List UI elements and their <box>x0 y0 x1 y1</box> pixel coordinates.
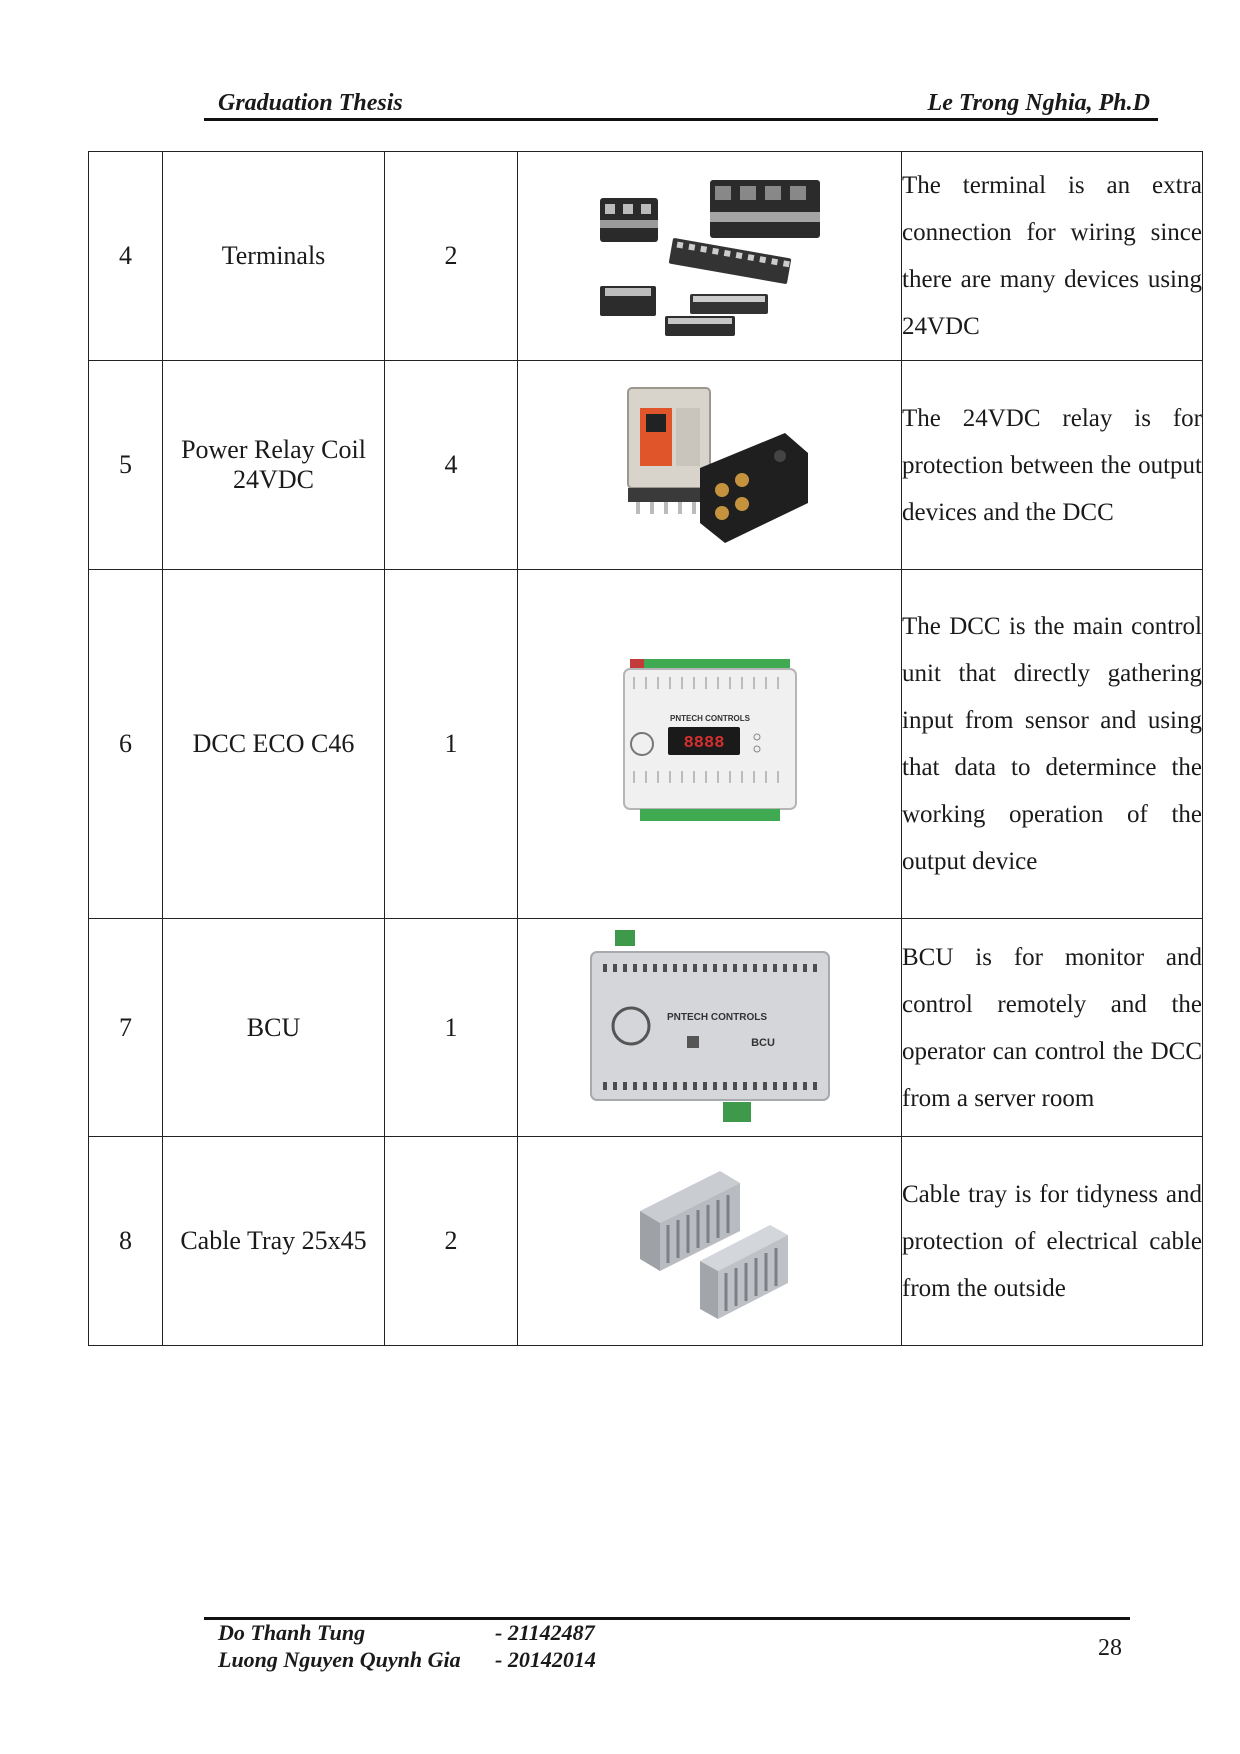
bcu-brand-label: PNTECH CONTROLS <box>667 1012 767 1023</box>
item-description: BCU is for monitor and control remotely … <box>901 918 1203 1137</box>
relay-image <box>626 386 808 543</box>
footer-divider <box>204 1617 1130 1620</box>
item-quantity: 1 <box>384 569 518 919</box>
table-row: 8 Cable Tray 25x45 2 Cable tray is for t… <box>88 1136 1203 1346</box>
dcc-controller-image: PNTECH CONTROLS 8888 <box>622 659 797 821</box>
table-row: 5 Power Relay Coil 24VDC 4 The 24VDC rel… <box>88 360 1203 570</box>
terminal-block-image <box>599 180 820 336</box>
components-table: 4 Terminals 2 The terminal is an extra <box>88 151 1203 1346</box>
header-supervisor: Le Trong Nghia, Ph.D <box>927 90 1150 116</box>
item-image-cell <box>517 151 902 361</box>
author-id: - 21142487 <box>495 1620 595 1645</box>
header-divider <box>204 118 1158 121</box>
item-number: 8 <box>88 1136 163 1346</box>
item-description: The terminal is an extra connection for … <box>901 151 1203 361</box>
author-id: - 20142014 <box>495 1647 596 1672</box>
item-number: 4 <box>88 151 163 361</box>
author-name: Do Thanh Tung <box>218 1620 366 1645</box>
item-name: DCC ECO C46 <box>162 569 385 919</box>
item-quantity: 1 <box>384 918 518 1137</box>
bcu-model-label: BCU <box>751 1037 775 1049</box>
item-image-cell <box>517 360 902 570</box>
item-quantity: 2 <box>384 151 518 361</box>
item-description: Cable tray is for tidyness and protectio… <box>901 1136 1203 1346</box>
dcc-display-readout: 8888 <box>683 734 724 753</box>
item-image-cell: PNTECH CONTROLS 8888 <box>517 569 902 919</box>
item-name: Terminals <box>162 151 385 361</box>
item-image-cell <box>517 1136 902 1346</box>
item-number: 6 <box>88 569 163 919</box>
item-name: Power Relay Coil 24VDC <box>162 360 385 570</box>
page-number: 28 <box>1098 1635 1122 1661</box>
item-name: BCU <box>162 918 385 1137</box>
item-quantity: 4 <box>384 360 518 570</box>
item-quantity: 2 <box>384 1136 518 1346</box>
item-number: 5 <box>88 360 163 570</box>
item-name: Cable Tray 25x45 <box>162 1136 385 1346</box>
item-image-cell: PNTECH CONTROLS BCU <box>517 918 902 1137</box>
table-row: 4 Terminals 2 The terminal is an extra <box>88 151 1203 361</box>
item-number: 7 <box>88 918 163 1137</box>
header-title: Graduation Thesis <box>218 90 403 116</box>
author-name: Luong Nguyen Quynh Gia <box>218 1647 461 1672</box>
item-description: The DCC is the main control unit that di… <box>901 569 1203 919</box>
table-row: 7 BCU 1 PNTECH CONTROLS BCU BCU is for m… <box>88 918 1203 1137</box>
dcc-brand-label: PNTECH CONTROLS <box>670 714 751 723</box>
cable-tray-image <box>639 1171 788 1319</box>
item-description: The 24VDC relay is for protection betwee… <box>901 360 1203 570</box>
table-row: 6 DCC ECO C46 1 PNTECH CONTROLS 8888 The… <box>88 569 1203 919</box>
bcu-module-image: PNTECH CONTROLS BCU <box>589 929 830 1122</box>
